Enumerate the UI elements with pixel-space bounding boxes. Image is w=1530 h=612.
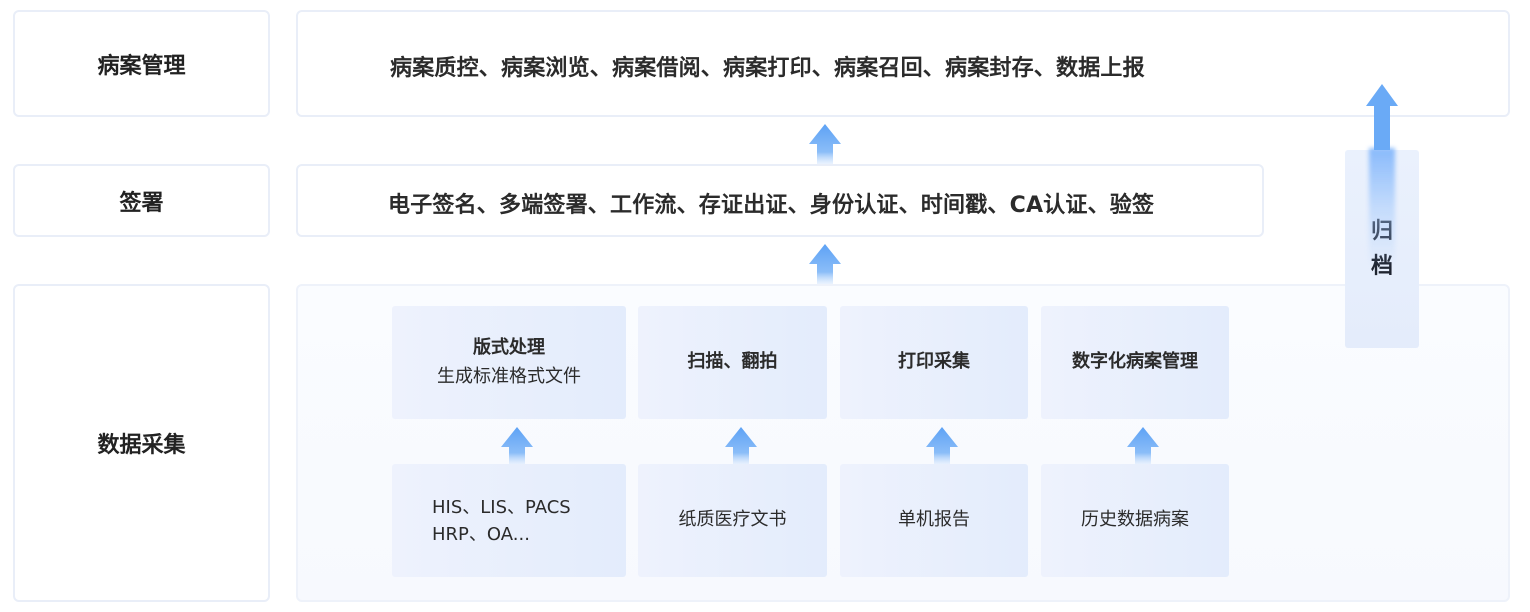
source-card-line-1: HIS、LIS、PACS	[432, 496, 571, 518]
source-card-standalone: 单机报告	[840, 464, 1028, 577]
processing-card-digital: 数字化病案管理	[1041, 306, 1229, 419]
processing-card-title: 版式处理	[473, 336, 545, 358]
source-card-line-2: HRP、OA...	[432, 523, 530, 545]
row-label-management-text: 病案管理	[97, 53, 186, 79]
row-label-signing-text: 签署	[119, 190, 164, 216]
signing-panel: 电子签名、多端签署、工作流、存证出证、身份认证、时间戳、CA认证、验签	[296, 164, 1264, 237]
source-card-systems: HIS、LIS、PACS HRP、OA...	[392, 464, 626, 577]
row-label-collection-text: 数据采集	[97, 433, 186, 458]
processing-card-print: 打印采集	[840, 306, 1028, 419]
source-card-paper: 纸质医疗文书	[638, 464, 827, 577]
signing-content: 电子签名、多端签署、工作流、存证出证、身份认证、时间戳、CA认证、验签	[388, 193, 1155, 218]
row-label-signing: 签署	[13, 164, 270, 237]
archive-glow	[1369, 148, 1395, 268]
processing-card-title: 数字化病案管理	[1072, 351, 1198, 373]
source-card-history: 历史数据病案	[1041, 464, 1229, 577]
management-content: 病案质控、病案浏览、病案借阅、病案打印、病案召回、病案封存、数据上报	[390, 56, 1145, 81]
processing-card-title: 打印采集	[898, 351, 970, 373]
source-card-line-1: 历史数据病案	[1081, 509, 1189, 531]
arrow-up-icon	[809, 124, 841, 164]
processing-card-scan: 扫描、翻拍	[638, 306, 827, 419]
processing-card-format: 版式处理 生成标准格式文件	[392, 306, 626, 419]
source-card-line-1: 纸质医疗文书	[678, 509, 787, 531]
processing-card-subtitle: 生成标准格式文件	[437, 365, 581, 387]
source-card-line-1: 单机报告	[898, 509, 970, 531]
management-panel: 病案质控、病案浏览、病案借阅、病案打印、病案召回、病案封存、数据上报	[296, 10, 1510, 117]
processing-card-title: 扫描、翻拍	[687, 351, 778, 373]
arrow-up-icon	[809, 244, 841, 284]
row-label-management: 病案管理	[13, 10, 270, 117]
row-label-collection: 数据采集	[13, 284, 270, 602]
